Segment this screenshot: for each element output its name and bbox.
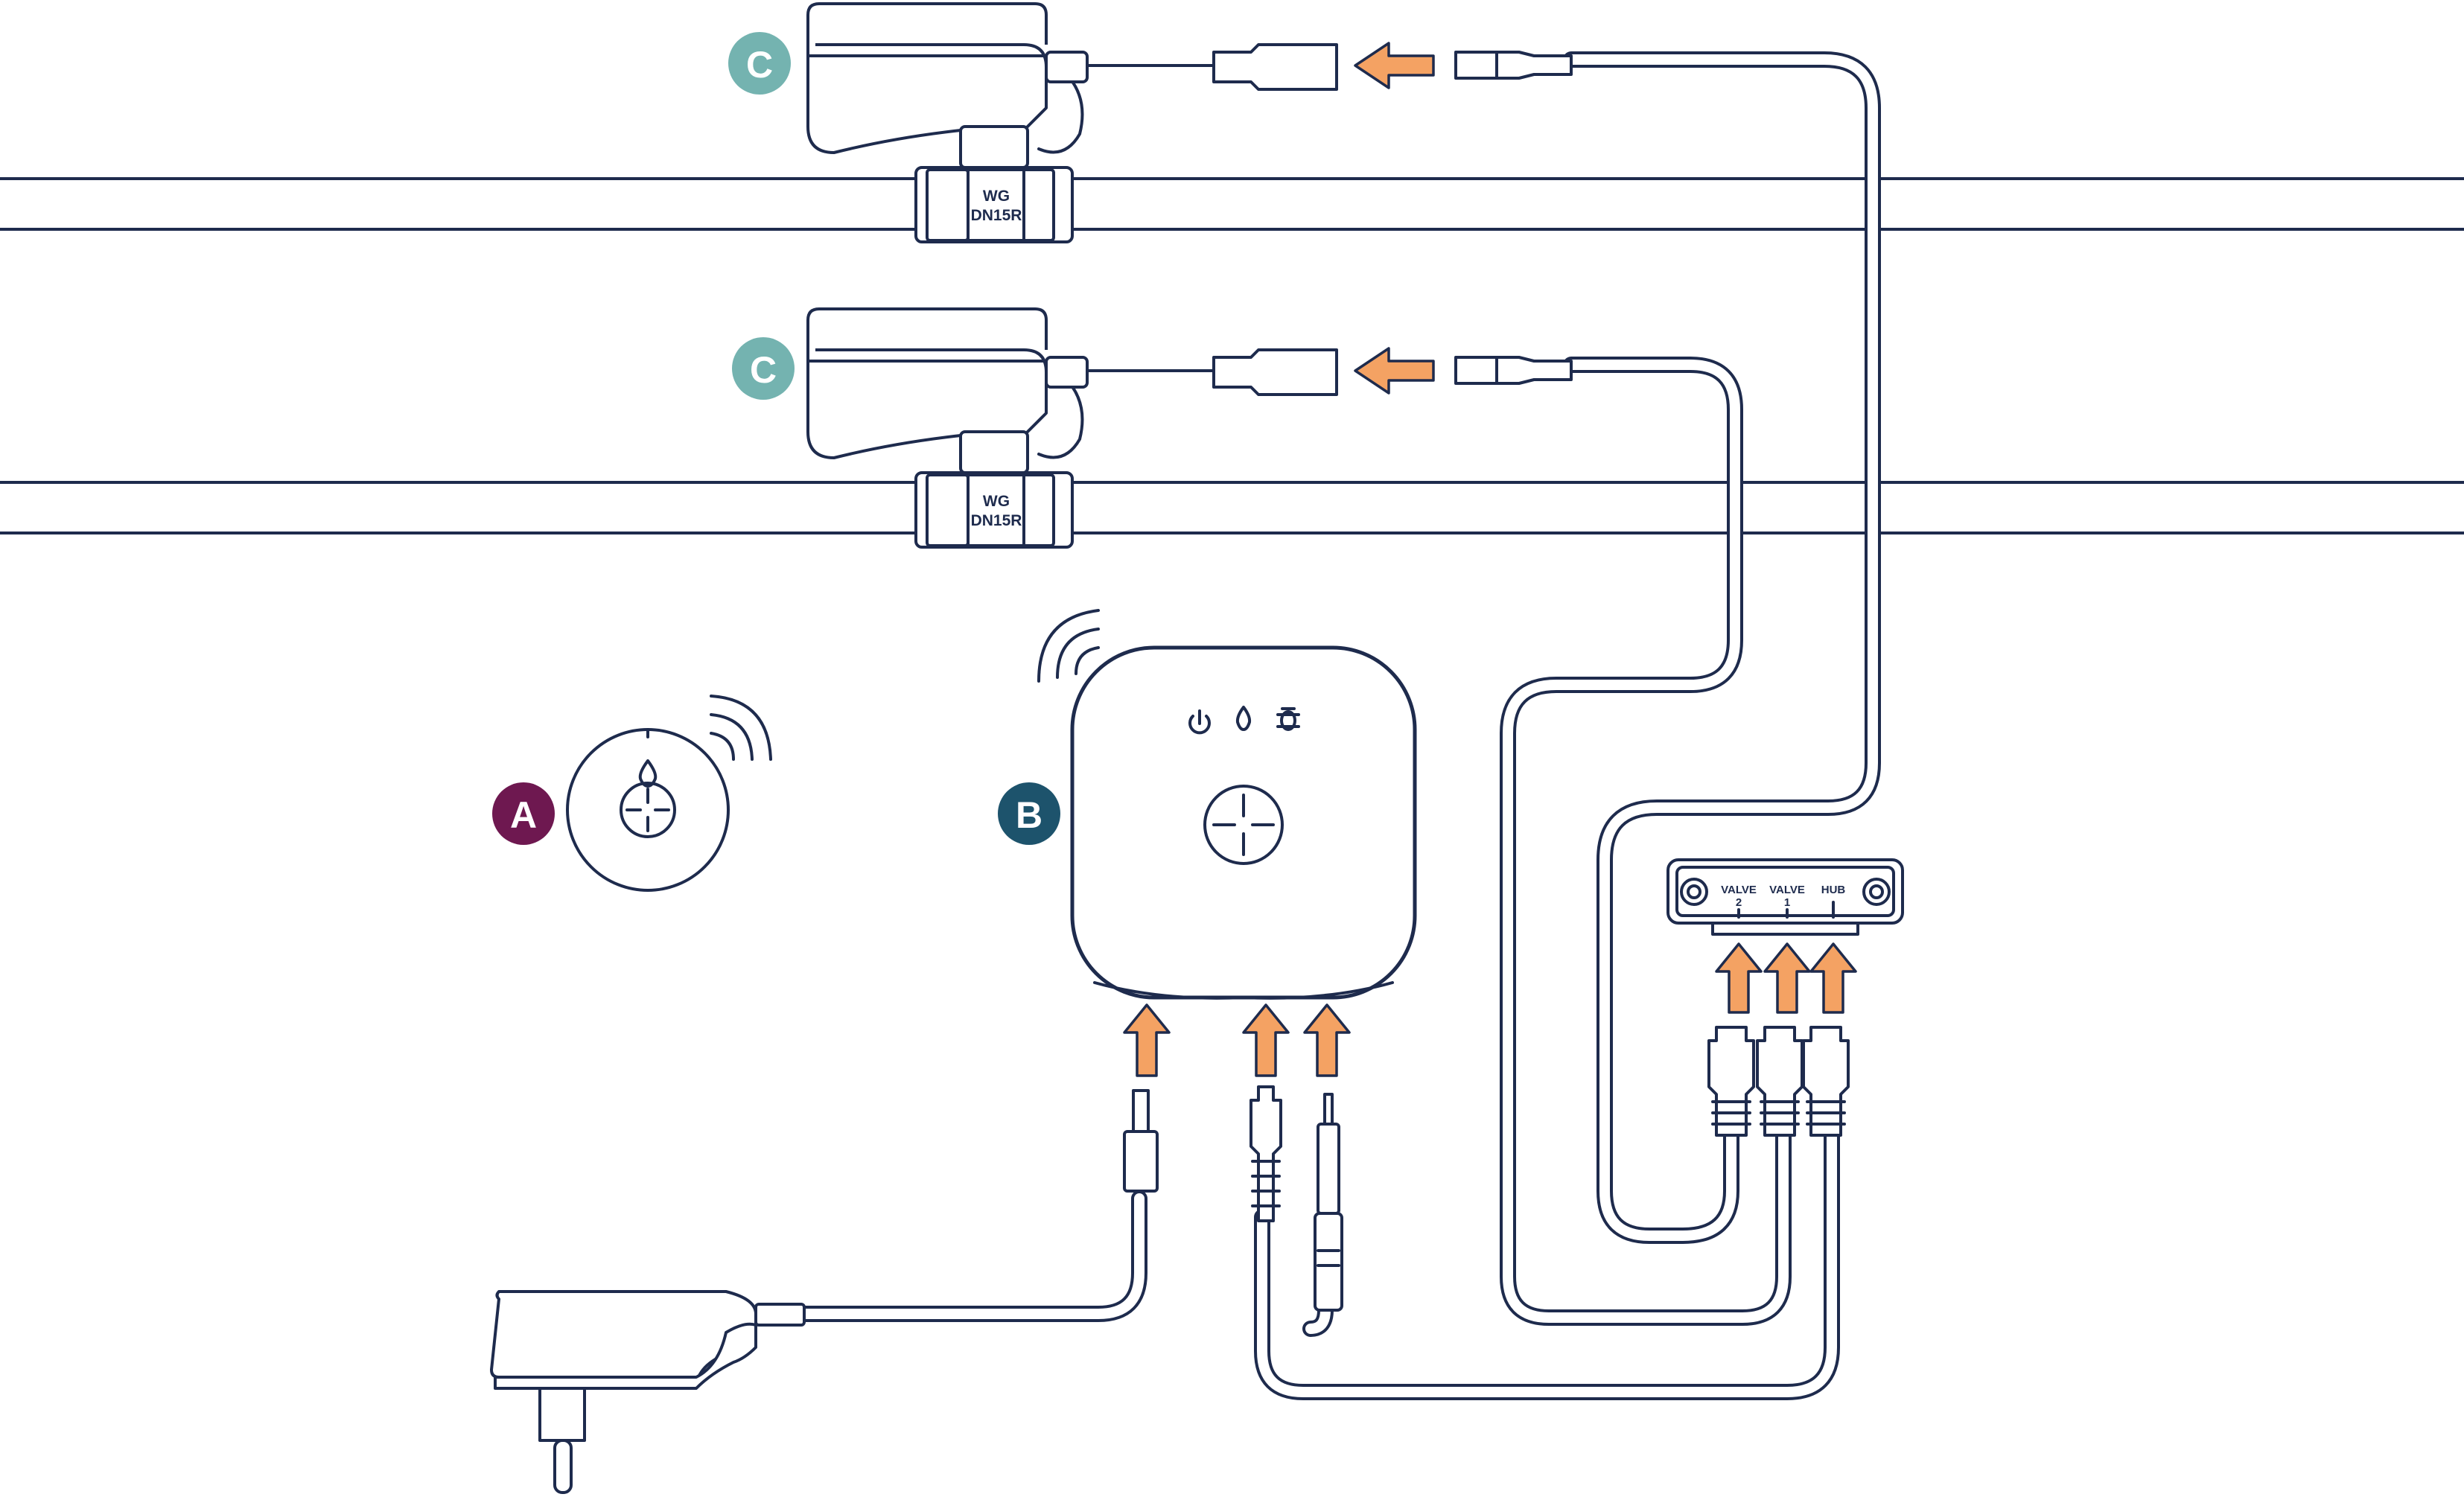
rj-plug-hub [1249, 1085, 1282, 1222]
valve-actuator-top: WG DN15R [806, 2, 1338, 243]
cable-valve-bottom [1500, 357, 1792, 1326]
water-pipe-bottom [0, 481, 2464, 534]
rj-plug-top [1454, 51, 1573, 80]
dc-power-plug [1123, 1089, 1159, 1193]
arrow-left-bottom [1354, 347, 1435, 395]
arrow-up-hub [1809, 942, 1857, 1014]
arrow-up-hub-cable [1242, 1003, 1290, 1077]
arrow-left-top [1354, 42, 1435, 89]
badge-c-bottom: C [732, 337, 795, 400]
power-adapter [490, 1290, 806, 1494]
port-label-valve1: VALVE [1769, 884, 1805, 896]
valve-top-label-2: DN15R [971, 207, 1022, 224]
cables [796, 51, 1881, 1400]
badge-b-circle [998, 782, 1060, 845]
port-num-valve1: 1 [1784, 896, 1790, 909]
badge-b-label: B [1016, 794, 1042, 836]
badge-a-label: A [510, 794, 537, 836]
bug-icon [1276, 707, 1300, 731]
water-drop-icon [1235, 706, 1252, 731]
water-drop-icon [638, 759, 658, 788]
valve-bottom-label-2: DN15R [971, 512, 1022, 529]
cable-hub [1254, 1123, 1840, 1400]
arrow-up-sensor-cable [1303, 1003, 1351, 1077]
water-pipe-top [0, 177, 2464, 231]
valve-top-label-1: WG [983, 188, 1010, 205]
leak-sensor [566, 695, 772, 892]
valve-bottom-label-1: WG [983, 493, 1010, 510]
splitter: VALVE 2 VALVE 1 HUB [1666, 858, 1904, 936]
port-num-valve2: 2 [1736, 896, 1742, 909]
badge-c-bottom-label: C [750, 349, 777, 391]
port-label-valve2: VALVE [1721, 884, 1757, 896]
cable-power [796, 1190, 1147, 1322]
badge-c-top-circle [728, 32, 791, 95]
sensor-cable-jack [1314, 1093, 1343, 1312]
hub-device [1037, 609, 1417, 1000]
rj-plugs-splitter [1707, 1026, 1850, 1137]
wireless-signal-icon [1037, 609, 1100, 683]
badge-a-circle [492, 782, 555, 845]
arrow-up-power [1123, 1003, 1171, 1077]
wireless-signal-icon [710, 695, 772, 761]
rj-plug-bottom [1454, 356, 1573, 385]
port-label-hub: HUB [1821, 884, 1846, 896]
badge-c-bottom-circle [732, 337, 795, 400]
arrow-up-valve1 [1763, 942, 1811, 1014]
power-icon [1188, 709, 1211, 735]
valve-actuator-bottom: WG DN15R [806, 307, 1338, 549]
badge-c-top-label: C [746, 44, 773, 86]
badge-b: B [998, 782, 1060, 845]
arrow-up-valve2 [1715, 942, 1763, 1014]
badge-a: A [492, 782, 555, 845]
badge-c-top: C [728, 32, 791, 95]
